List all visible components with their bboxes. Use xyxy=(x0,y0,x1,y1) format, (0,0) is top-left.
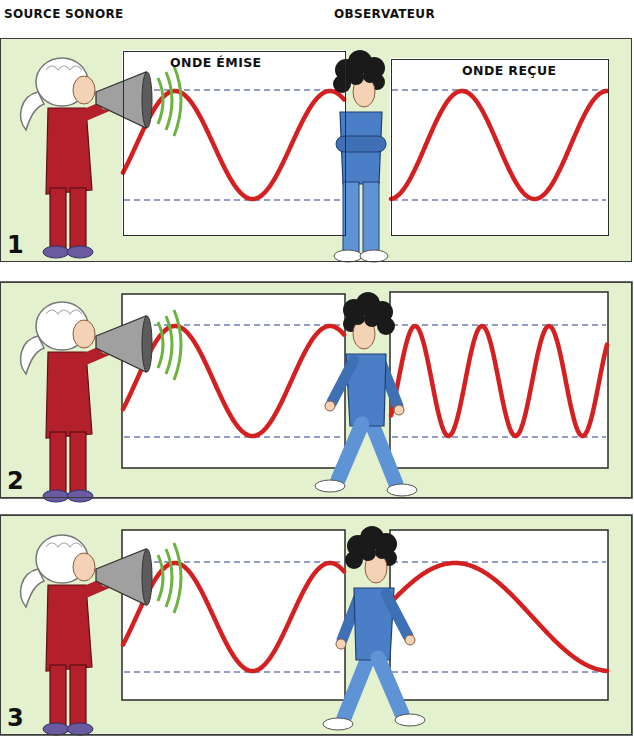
dashed-line xyxy=(124,671,343,672)
wave-box xyxy=(122,50,345,235)
comic-panel: 3 xyxy=(0,515,632,735)
panel-border xyxy=(0,515,632,735)
source-girl xyxy=(21,535,181,735)
wave-box: ONDE ÉMISE xyxy=(123,51,346,236)
wave-box xyxy=(390,292,608,468)
dashed-line xyxy=(392,436,606,437)
sine-wave xyxy=(123,326,344,436)
source-girl xyxy=(21,302,181,502)
wave-box: ONDE REÇUE xyxy=(391,59,609,236)
sine-wave xyxy=(123,563,344,671)
wave-box xyxy=(122,530,345,700)
dashed-line xyxy=(392,199,606,200)
sine-wave xyxy=(391,326,607,436)
dashed-line xyxy=(124,561,343,562)
panel-ground xyxy=(0,38,632,262)
panel-border xyxy=(0,282,632,498)
wave-title: ONDE REÇUE xyxy=(462,64,556,78)
observer-walking xyxy=(323,526,425,730)
header-label: SOURCE SONORE xyxy=(4,8,123,21)
dashed-line xyxy=(124,324,343,325)
dashed-line xyxy=(124,199,343,200)
observer-standing xyxy=(333,50,388,262)
wave-box xyxy=(390,58,608,235)
wave-title: ONDE ÉMISE xyxy=(170,56,262,70)
wave-box xyxy=(390,530,608,700)
panel-number: 3 xyxy=(7,705,24,731)
header-label: OBSERVATEUR xyxy=(334,8,435,21)
dashed-line xyxy=(392,89,606,90)
dashed-line xyxy=(392,671,606,672)
comic-panel: 1 ONDE ÉMISE ONDE REÇUE xyxy=(0,38,632,262)
dashed-line xyxy=(124,89,343,90)
sine-wave xyxy=(391,563,607,671)
source-girl xyxy=(21,58,181,258)
dashed-line xyxy=(392,561,606,562)
panel-number: 2 xyxy=(7,468,24,494)
panel-ground xyxy=(0,515,632,735)
sine-wave xyxy=(391,91,607,199)
dashed-line xyxy=(392,324,606,325)
comic-panel: 2 xyxy=(0,282,632,498)
panel-number: 1 xyxy=(7,232,24,258)
sine-wave xyxy=(123,91,344,199)
observer-walking xyxy=(315,292,417,496)
wave-box xyxy=(122,294,345,468)
panel-ground xyxy=(0,282,632,498)
dashed-line xyxy=(124,436,343,437)
